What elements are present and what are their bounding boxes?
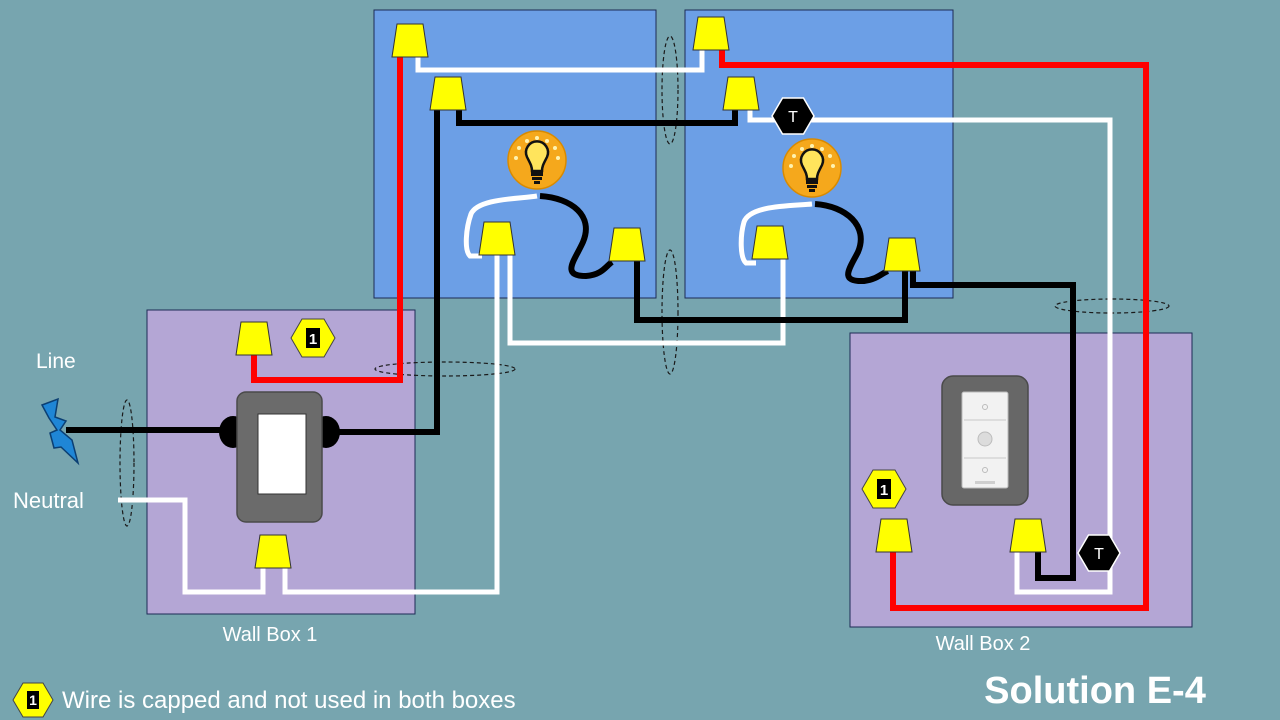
white-wire-wallbox1-to-light (282, 255, 500, 595)
traveler-marker: T (1077, 534, 1121, 572)
cable-bundle-line-neutral (119, 399, 135, 527)
wire-nut (391, 23, 429, 58)
white-wire-traveler-to-wallbox2 (747, 110, 1113, 595)
cable-bundle-between-lights-bottom (661, 249, 679, 375)
wire-nut (608, 227, 646, 262)
black-wire-light-to-wallbox2 (910, 271, 1076, 581)
remote-dimmer (941, 375, 1029, 506)
white-wire-neutral-in (118, 497, 266, 595)
wire-nut (254, 534, 292, 569)
white-wire-bulb-left (463, 193, 538, 259)
remote-center-button (977, 431, 993, 447)
traveler-marker-label: T (1094, 546, 1104, 563)
wire-nut (478, 221, 516, 256)
neutral-label: Neutral (13, 488, 84, 513)
wire-nut (429, 76, 467, 111)
legend-text: Wire is capped and not used in both boxe… (62, 687, 516, 714)
wire-nut (875, 518, 913, 553)
legend-marker-label: 1 (29, 692, 37, 708)
switch-rocker (257, 413, 307, 495)
wall-switch (219, 391, 340, 523)
white-wire-light-to-light-bottom (507, 255, 786, 346)
wire-nut (751, 225, 789, 260)
wall-box-2-label: Wall Box 2 (936, 633, 1031, 655)
wire-nut (883, 237, 921, 272)
wall-box-1-label: Wall Box 1 (223, 624, 318, 646)
wire-nut (692, 16, 730, 51)
red-wire-wallbox1-to-light (251, 57, 403, 383)
lightning-bolt-icon (40, 397, 80, 466)
white-wire-light-to-light-top (415, 50, 705, 73)
light-bulb-icon (782, 138, 842, 198)
white-wire-bulb-right (738, 201, 813, 266)
wire-nut (722, 76, 760, 111)
black-wire-bulb-right (814, 201, 890, 285)
black-wire-switch-to-light (330, 110, 440, 435)
light-bulb-icon (507, 130, 567, 190)
solution-title: Solution E-4 (984, 670, 1206, 712)
black-wire-light-to-light-top (456, 110, 738, 126)
legend-marker: 1 (12, 682, 54, 718)
traveler-marker: T (771, 97, 815, 135)
traveler-marker-label: T (788, 109, 798, 126)
capped-marker-label: 1 (309, 331, 317, 348)
red-wire-light-to-wallbox2 (719, 50, 1149, 611)
capped-marker-label: 1 (880, 482, 888, 499)
black-wire-light-to-light-bottom (634, 261, 908, 323)
cable-bundle-wallbox1-light (374, 361, 516, 377)
black-wire-bulb-left (539, 193, 614, 280)
capped-wire-marker: 1 (861, 469, 907, 509)
wire-nut (1009, 518, 1047, 553)
wire-nut (235, 321, 273, 356)
cable-bundle-between-lights-top (661, 35, 679, 145)
line-label: Line (36, 350, 76, 373)
capped-wire-marker: 1 (290, 318, 336, 358)
